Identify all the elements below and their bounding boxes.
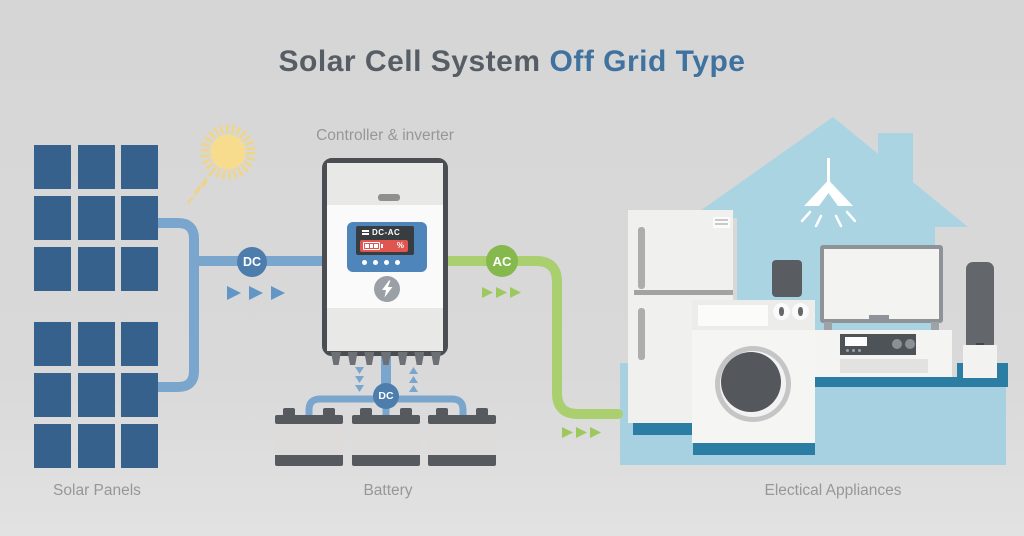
display-mode-text: DC-AC xyxy=(372,228,401,237)
washing-machine-icon xyxy=(692,300,815,443)
dc-badge: DC xyxy=(237,247,267,277)
washer-dial-right xyxy=(792,303,809,320)
percent-symbol: % xyxy=(396,241,404,250)
floor-under-fridge xyxy=(633,435,693,465)
solar-panel-top xyxy=(34,145,158,291)
dc-battery-badge: DC xyxy=(373,383,399,409)
speaker-base xyxy=(963,345,997,378)
bench-shelf xyxy=(840,359,928,373)
controller-display: DC-AC % xyxy=(347,222,427,272)
speaker-icon xyxy=(966,262,994,348)
sunbeam-icon xyxy=(186,169,215,205)
fridge-vent-icon xyxy=(713,217,730,228)
battery-icon xyxy=(275,408,343,466)
battery-icon xyxy=(352,408,420,466)
battery-gauge-icon: % xyxy=(360,240,408,252)
floor-accent-bench xyxy=(815,377,1008,387)
label-controller: Controller & inverter xyxy=(316,127,454,144)
tv-leg-right xyxy=(931,322,939,331)
chimney-icon xyxy=(878,133,913,195)
fridge-divider xyxy=(634,290,733,295)
floor-accent-washer xyxy=(693,443,815,455)
floor-right xyxy=(815,387,1006,465)
tv-leg-left xyxy=(824,322,832,331)
receiver-knob xyxy=(892,339,902,349)
battery-icon xyxy=(428,408,496,466)
input-bars-icon xyxy=(362,229,369,236)
fridge-handle-top xyxy=(638,227,645,289)
sun-icon xyxy=(186,124,256,205)
label-solar-panels: Solar Panels xyxy=(53,482,141,499)
ac-flow-arrows xyxy=(482,287,601,438)
tv-bench xyxy=(815,330,952,377)
tv-logo-bar xyxy=(869,315,889,322)
tablet-icon xyxy=(772,260,802,297)
dc-flow-arrows xyxy=(227,286,285,300)
ac-wire xyxy=(441,256,623,419)
washer-dial-left xyxy=(773,303,790,320)
lamp-icon xyxy=(800,158,857,228)
floor-under-washer xyxy=(693,455,815,465)
brand-logo-icon xyxy=(374,276,400,302)
receiver-display xyxy=(845,337,867,346)
receiver-knob xyxy=(905,339,915,349)
label-battery: Battery xyxy=(363,482,413,499)
washer-drawer xyxy=(698,305,768,326)
label-appliances: Electical Appliances xyxy=(764,482,902,499)
fridge-handle-bottom xyxy=(638,308,645,360)
controller-inverter: DC-AC % xyxy=(322,158,448,356)
controller-connectors xyxy=(331,352,441,365)
floor-accent-fridge xyxy=(633,423,693,435)
solar-panel-bottom xyxy=(34,322,158,468)
vent-slot-icon xyxy=(378,194,400,201)
title-highlight: Off Grid Type xyxy=(549,45,746,78)
tv-icon xyxy=(820,245,943,323)
receiver-icon xyxy=(840,334,916,355)
ac-badge: AC xyxy=(486,245,518,277)
title-main: Solar Cell System xyxy=(278,45,541,78)
